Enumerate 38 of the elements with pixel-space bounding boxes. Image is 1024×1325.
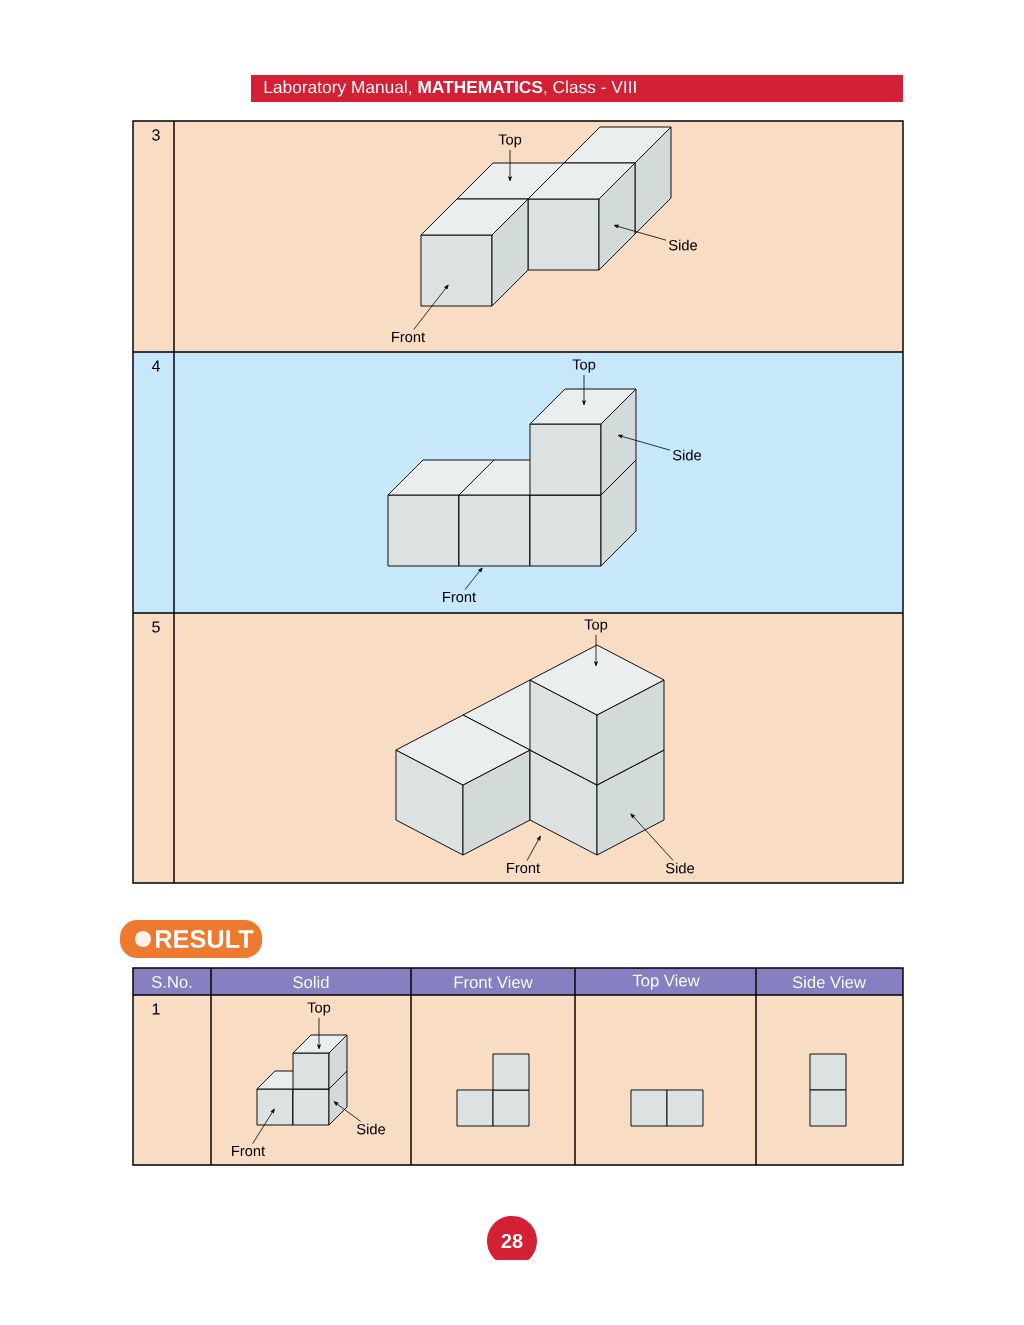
view-label: Side [666, 862, 694, 874]
leader-arrow [526, 835, 541, 862]
row-number: 3 [152, 129, 160, 141]
stacked-cubes-drawing [395, 644, 665, 856]
row-number: 1 [152, 1003, 160, 1015]
column-header: Side View [792, 975, 866, 989]
view-label: Top [584, 619, 608, 633]
leader-arrow [613, 224, 667, 241]
view-label: Side [669, 239, 697, 251]
column-header: Top View [632, 974, 700, 990]
row-number: 4 [151, 360, 160, 372]
leader-arrow [617, 434, 671, 451]
header-bar: Laboratory Manual, MATHEMATICS, Class - VIII [251, 75, 903, 102]
view-label: Front [507, 862, 540, 874]
leader-arrow [333, 1101, 361, 1122]
view-label: Top [572, 359, 596, 373]
leader-arrow [508, 149, 512, 182]
view-label: Front [232, 1145, 265, 1157]
leader-arrow [582, 374, 586, 406]
view-label: Front [443, 591, 476, 603]
leader-arrow [594, 634, 598, 667]
leader-arrow [252, 1108, 275, 1145]
page-number-badge: 28 [487, 1216, 537, 1260]
stacked-cubes-drawing [256, 1034, 348, 1126]
view-label: Front [392, 331, 425, 343]
column-header: Solid [293, 975, 329, 989]
row-number: 5 [152, 621, 160, 633]
leader-arrow [413, 284, 449, 331]
result-badge: RESULT [120, 920, 262, 958]
view-label: Side [673, 449, 701, 461]
view-label: Top [307, 1002, 331, 1016]
leader-arrow [464, 567, 483, 591]
leader-arrow [630, 813, 674, 861]
view-label: Side [357, 1123, 385, 1135]
column-header: S.No. [151, 976, 192, 988]
stacked-cubes-drawing [387, 388, 637, 567]
leader-arrow [317, 1017, 321, 1050]
column-header: Front View [454, 975, 533, 989]
